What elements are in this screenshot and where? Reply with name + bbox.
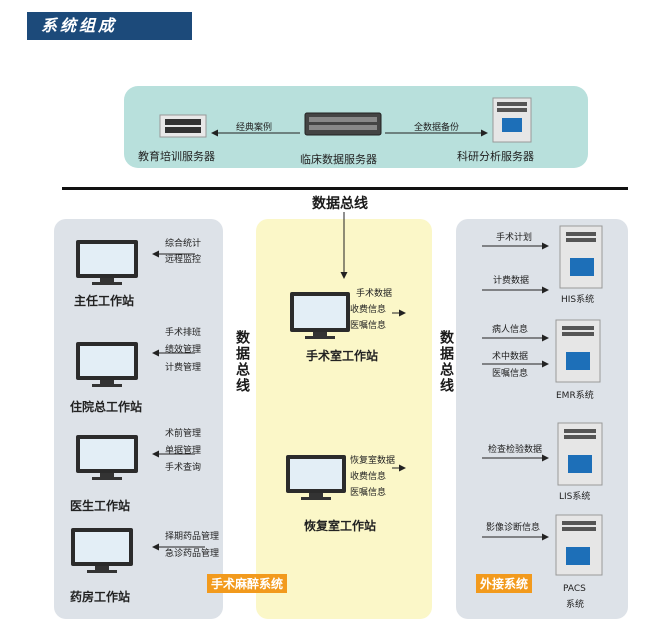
flow-label: 病人信息 [492, 322, 528, 339]
data-bus-label: 数据总线 [312, 193, 368, 213]
flow-label: 计费管理 [165, 360, 201, 377]
flow-label: 医嘱信息 [492, 366, 528, 383]
clinical-server-label: 临床数据服务器 [300, 151, 377, 167]
flow-label: 收费信息 [350, 302, 386, 319]
anesthesia-system-tag: 手术麻醉系统 [207, 574, 287, 593]
server-tower-icon [556, 515, 602, 575]
recovery-station-label: 恢复室工作站 [304, 517, 376, 534]
research-server-icon [493, 98, 531, 142]
flow-label: 综合统计 [165, 236, 201, 253]
monitor-icon [286, 455, 346, 500]
flow-label: 手术排班 [165, 325, 201, 342]
or-station-label: 手术室工作站 [306, 347, 378, 364]
resident-station-label: 住院总工作站 [70, 398, 142, 415]
flow-label: 手术计划 [496, 230, 532, 247]
flow-label: 恢复室数据 [350, 453, 395, 470]
data-bus-vertical-right: 数据总线 [436, 330, 456, 394]
flow-label: 远程监控 [165, 252, 201, 269]
pharmacy-station-label: 药房工作站 [70, 588, 130, 605]
clinical-server-icon [305, 113, 381, 135]
training-server-icon [160, 115, 206, 137]
flow-label: 手术查询 [165, 460, 201, 477]
emr-system-label: EMR系统 [556, 388, 594, 401]
data-bus-line [62, 187, 628, 190]
server-tower-icon [558, 423, 602, 485]
flow-label: 急诊药品管理 [165, 546, 219, 563]
flow-label: 检查检验数据 [488, 442, 542, 459]
director-station-label: 主任工作站 [74, 292, 134, 309]
doctor-station-label: 医生工作站 [70, 497, 130, 514]
lis-system-label: LIS系统 [559, 489, 590, 502]
pacs-system-label: PACS [563, 584, 586, 594]
server-tower-icon [556, 320, 600, 382]
pacs-system-label-2: 系统 [566, 597, 584, 610]
monitor-icon [76, 240, 138, 285]
monitor-icon [290, 292, 350, 339]
flow-label-cases: 经典案例 [236, 120, 272, 133]
flow-label: 计费数据 [493, 273, 529, 290]
research-server-label: 科研分析服务器 [457, 148, 534, 164]
flow-label: 手术数据 [356, 286, 392, 303]
monitor-icon [71, 528, 133, 573]
data-bus-vertical-left: 数据总线 [232, 330, 252, 394]
server-tower-icon [560, 226, 602, 288]
flow-label: 医嘱信息 [350, 485, 386, 502]
flow-label: 单据管理 [165, 443, 201, 460]
monitor-icon [76, 342, 138, 387]
flow-label: 影像诊断信息 [486, 520, 540, 537]
flow-label: 收费信息 [350, 469, 386, 486]
flow-label: 医嘱信息 [350, 318, 386, 335]
his-system-label: HIS系统 [561, 292, 594, 305]
flow-label: 择期药品管理 [165, 529, 219, 546]
flow-label: 术中数据 [492, 349, 528, 366]
flow-label: 术前管理 [165, 426, 201, 443]
training-server-label: 教育培训服务器 [138, 148, 215, 164]
external-system-tag: 外接系统 [476, 574, 532, 593]
flow-label: 绩效管理 [165, 342, 201, 359]
monitor-icon [76, 435, 138, 480]
flow-label-backup: 全数据备份 [414, 120, 459, 133]
